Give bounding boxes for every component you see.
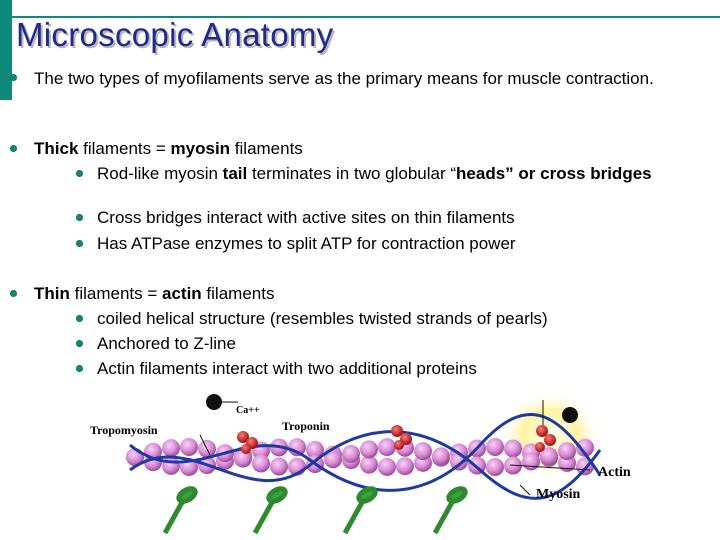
myosin-heads <box>162 486 468 535</box>
sub-bullet-dot <box>76 315 83 322</box>
actin-bead <box>378 457 396 476</box>
thin-heading: Thin filaments = actin filaments <box>34 284 275 303</box>
actin-bead <box>378 438 396 457</box>
accent-bar <box>0 0 12 100</box>
label-myosin: Myosin <box>536 487 581 502</box>
title-rule <box>12 16 720 18</box>
label-troponin: Troponin <box>282 419 330 433</box>
calcium-ion <box>562 407 578 423</box>
thick-heading: Thick filaments = myosin filaments <box>34 139 303 158</box>
actin-bead <box>576 438 594 457</box>
calcium-ion <box>206 394 222 410</box>
actin-bead <box>270 457 288 476</box>
thick-sub-3: Has ATPase enzymes to split ATP for cont… <box>97 234 516 253</box>
actin-bead <box>360 440 378 459</box>
bullet-dot <box>10 290 17 297</box>
actin-bead <box>234 449 252 468</box>
label-actin: Actin <box>598 465 631 480</box>
tropomyosin-strand <box>129 430 602 500</box>
thick-sub-2: Cross bridges interact with active sites… <box>97 208 515 227</box>
actin-bead <box>504 439 522 458</box>
label-calcium: Ca++ <box>236 405 260 416</box>
actin-bead <box>486 457 504 476</box>
troponin-complex <box>237 425 556 454</box>
tropomyosin-strand <box>129 413 602 492</box>
actin-bead <box>162 439 180 458</box>
actin-bead <box>324 450 342 469</box>
actin-bead <box>522 452 540 471</box>
sub-bullet-dot <box>76 340 83 347</box>
thin-sub-2: Anchored to Z-line <box>97 334 236 353</box>
actin-bead <box>558 442 576 461</box>
actin-bead <box>252 454 270 473</box>
sub-bullet-dot <box>76 170 83 177</box>
actin-bead <box>432 447 450 466</box>
bullet-dot <box>10 145 17 152</box>
actin-bead <box>180 438 198 457</box>
actin-bead <box>414 442 432 461</box>
actin-myosin-illustration: Ca++ Tropomyosin Troponin Actin Myosin <box>90 390 631 535</box>
actin-bead <box>540 447 558 466</box>
sub-bullet-dot <box>76 365 83 372</box>
thick-sub-1: Rod-like myosin tail terminates in two g… <box>97 164 652 183</box>
actin-bead <box>162 456 180 475</box>
label-tropomyosin: Tropomyosin <box>90 423 158 437</box>
sub-bullet-dot <box>76 214 83 221</box>
slide-title: Microscopic Anatomy <box>16 16 334 53</box>
intro-text: The two types of myofilaments serve as t… <box>34 69 654 88</box>
thin-sub-1: coiled helical structure (resembles twis… <box>97 309 548 328</box>
actin-bead <box>396 457 414 476</box>
actin-bead <box>360 455 378 474</box>
thin-sub-3: Actin filaments interact with two additi… <box>97 359 477 378</box>
actin-bead <box>342 444 360 463</box>
sub-bullet-dot <box>76 240 83 247</box>
actin-bead <box>486 438 504 457</box>
actin-bead <box>306 440 324 459</box>
bullet-dot <box>10 74 17 81</box>
